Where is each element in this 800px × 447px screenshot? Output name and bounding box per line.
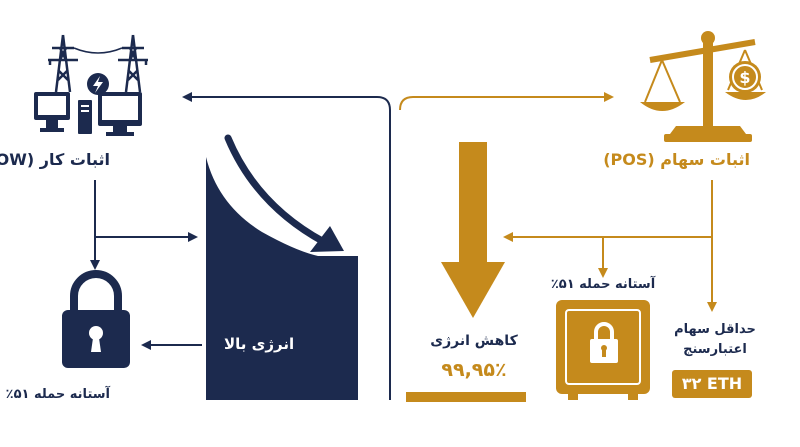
safe-icon <box>556 300 650 400</box>
energy-reduction-label: کاهش انرژی <box>430 333 518 349</box>
power-tower-icon <box>48 34 148 93</box>
pos-title: اثبات سهام (POS) <box>603 150 750 169</box>
pow-connector <box>90 180 202 350</box>
energy-reduction-value: ۹۹,۹۵٪ <box>441 359 507 381</box>
top-connector-pow <box>182 92 391 400</box>
min-stake-value: ۳۲ ETH <box>681 374 743 393</box>
pow-lock-icon <box>62 270 130 368</box>
min-stake-label: حداقل سهام <box>674 322 756 337</box>
high-energy-bar <box>206 157 358 400</box>
scale-icon <box>640 31 766 142</box>
min-stake-badge <box>672 370 752 398</box>
energy-reduction-arrow <box>406 142 526 402</box>
pos-threshold-label: آستانه حمله ۵۱٪ <box>550 277 656 292</box>
computer-icon <box>34 92 142 136</box>
high-energy-label: انرژی بالا <box>224 335 295 353</box>
pow-threshold-label: آستانه حمله ۵۱٪ <box>5 387 110 402</box>
lightning-icon <box>87 73 109 95</box>
pos-connector <box>503 180 717 312</box>
svg-text:$: $ <box>739 68 750 87</box>
dollar-coin-icon: $ <box>729 61 761 93</box>
energy-decrease-arrow <box>224 134 344 252</box>
pow-title: اثبات کار (POW) <box>0 150 110 169</box>
top-connector-pos <box>399 92 614 111</box>
validator-label: اعتبارسنج <box>683 342 747 357</box>
